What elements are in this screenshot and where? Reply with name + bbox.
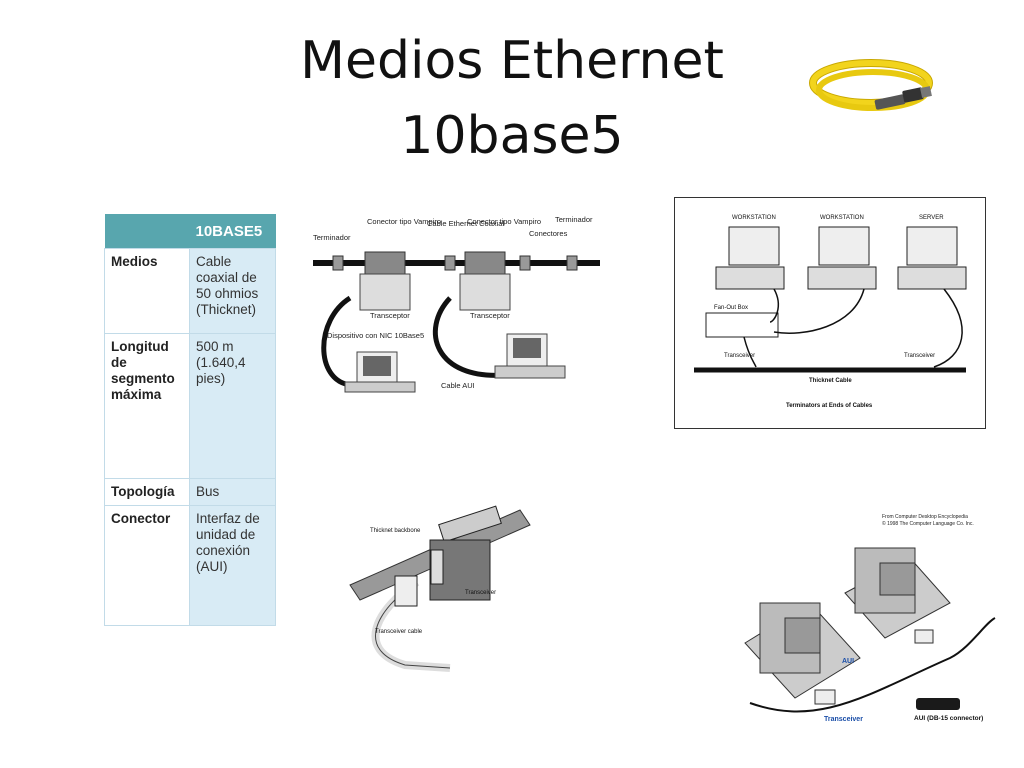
label-transceiver-2: Transceiver xyxy=(904,353,935,359)
source-line2: © 1998 The Computer Language Co. Inc. xyxy=(882,520,974,527)
label-conectores: Conectores xyxy=(529,229,568,238)
table-row: Longitud de segmento máxima 500 m (1.640… xyxy=(104,333,276,479)
table-value: Interfaz de unidad de conexión (AUI) xyxy=(189,505,276,626)
table-row: Topología Bus xyxy=(104,478,276,506)
label-cable-aui: Cable AUI xyxy=(441,381,475,390)
table-key: Medios xyxy=(104,248,190,334)
label-dispositivo: Dispositivo con NIC 10Base5 xyxy=(327,331,424,340)
slide-title-line1: Medios Ethernet xyxy=(300,31,724,91)
label-terminador-left: Terminador xyxy=(313,233,351,242)
table-row: Conector Interfaz de unidad de conexión … xyxy=(104,505,276,626)
label-conector-vampiro-2: Conector tipo Vampiro xyxy=(467,217,541,226)
table-key: Longitud de segmento máxima xyxy=(104,333,190,479)
label-transceiver-1: Transceiver xyxy=(724,353,755,359)
label-transceptor-2: Transceptor xyxy=(470,311,510,320)
table-row: Medios Cable coaxial de 50 ohmios (Thick… xyxy=(104,248,276,334)
aui-computers-diagram: From Computer Desktop Encyclopedia © 199… xyxy=(744,514,996,723)
label-terminators: Terminators at Ends of Cables xyxy=(786,403,873,409)
transceiver-backbone-diagram: Thicknet backbone Transceiver Transceive… xyxy=(349,505,531,672)
table-key: Conector xyxy=(104,505,190,626)
label-aui-connector: AUI (DB-15 connector) xyxy=(914,715,983,722)
table-value: Bus xyxy=(189,478,276,506)
vampire-tap-diagram: Terminador Conector tipo Vampiro Cable E… xyxy=(313,215,600,393)
label-transceiver: Transceiver xyxy=(824,716,863,723)
label-transceptor-1: Transceptor xyxy=(370,311,410,320)
label-server: SERVER xyxy=(919,215,944,221)
label-terminador-right: Terminador xyxy=(555,215,593,224)
table-header: 10BASE5 xyxy=(189,214,276,249)
label-transceiver: Transceiver xyxy=(465,590,496,596)
label-cable-coaxial: Cable Ethernet Coaxial xyxy=(427,219,504,228)
label-fanout: Fan-Out Box xyxy=(714,305,748,311)
source-line1: From Computer Desktop Encyclopedia xyxy=(882,514,968,520)
slide-title-line2: 10base5 xyxy=(400,106,624,166)
table-value: 500 m (1.640,4 pies) xyxy=(189,333,276,479)
thicknet-network-diagram: WORKSTATION WORKSTATION SERVER Fan-Out B… xyxy=(674,197,986,429)
label-transceiver-cable: Transceiver cable xyxy=(375,629,423,635)
spec-table: 10BASE5 Medios Cable coaxial de 50 ohmio… xyxy=(104,214,276,626)
table-header-blank xyxy=(104,214,190,249)
label-workstation-2: WORKSTATION xyxy=(820,215,864,221)
label-conector-vampiro-1: Conector tipo Vampiro xyxy=(367,217,441,226)
label-backbone: Thicknet backbone xyxy=(370,528,421,534)
label-workstation-1: WORKSTATION xyxy=(732,215,776,221)
label-thicknet-cable: Thicknet Cable xyxy=(809,378,852,384)
table-value: Cable coaxial de 50 ohmios (Thicknet) xyxy=(189,248,276,334)
table-key: Topología xyxy=(104,478,190,506)
label-aui: AUI xyxy=(842,658,854,665)
coax-cable-image xyxy=(809,59,933,111)
